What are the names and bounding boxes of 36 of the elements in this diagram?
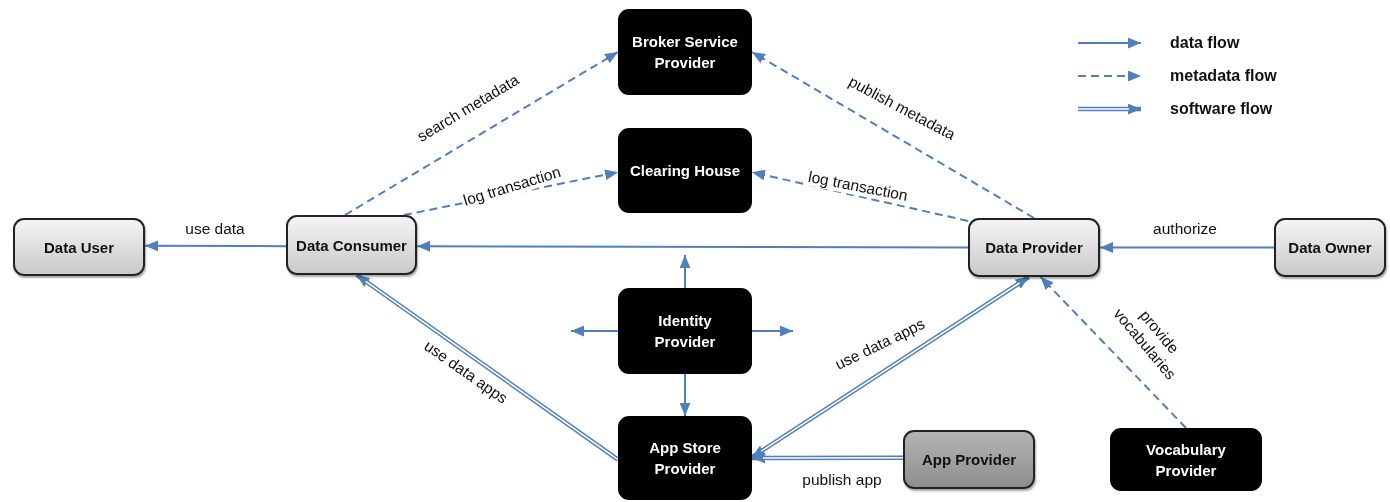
node-label: Identity Provider — [653, 311, 717, 352]
node-label: Clearing House — [630, 161, 740, 181]
arrow — [144, 240, 287, 252]
rounded-box — [13, 218, 145, 276]
rounded-box — [903, 430, 1035, 489]
rounded-box — [1110, 428, 1262, 491]
arrow — [751, 325, 794, 337]
double-arrow — [752, 452, 903, 464]
rounded-box — [618, 288, 752, 374]
node-label: Vocabulary Provider — [1145, 439, 1227, 481]
arrow — [416, 240, 969, 252]
node-label: Data Consumer — [296, 235, 407, 256]
arrow — [1039, 276, 1187, 429]
double-arrow — [355, 273, 620, 462]
rounded-box — [1274, 218, 1386, 277]
arrow — [1099, 242, 1275, 253]
rounded-box — [968, 218, 1100, 277]
rounded-box — [618, 128, 752, 213]
legend-label: metadata flow — [1170, 67, 1277, 85]
rounded-box — [286, 215, 417, 275]
legend-label: data flow — [1170, 34, 1240, 52]
arrow — [343, 51, 619, 216]
node-label: App Provider — [921, 450, 1017, 470]
node-label: Data User — [43, 237, 114, 258]
node-label: App Store Provider — [648, 438, 722, 479]
node-label: Broker Service Provider — [631, 32, 739, 73]
arrow — [570, 325, 619, 337]
legend-label: software flow — [1170, 100, 1273, 118]
node-label: Data Owner — [1288, 238, 1372, 258]
arrow — [751, 169, 969, 222]
rounded-box — [618, 416, 752, 500]
node-label: Data Provider — [985, 238, 1083, 258]
arrow — [751, 51, 1035, 219]
arrow — [679, 373, 691, 417]
rounded-box — [618, 9, 752, 95]
arrow — [679, 254, 691, 289]
